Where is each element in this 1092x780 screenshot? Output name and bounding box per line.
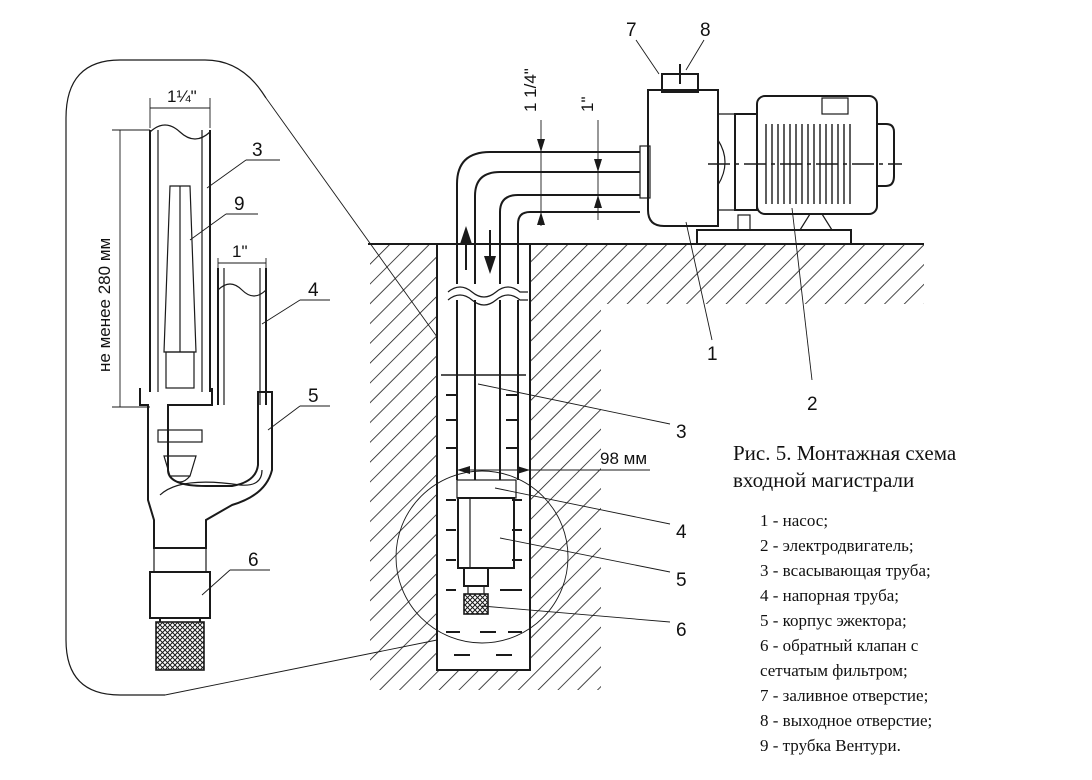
motor-housing <box>734 113 758 211</box>
legend-item: 8 - выходное отверстие; <box>760 711 933 730</box>
soil-hatch <box>370 244 924 690</box>
well-diameter-label: 98 мм <box>600 449 647 468</box>
legend-item: 1 - насос; <box>760 511 829 530</box>
pump-body <box>647 89 719 227</box>
detail-callout-3: 3 <box>252 140 263 161</box>
pipe-dimensions: 1 1/4" 1" <box>521 68 602 226</box>
callout-6: 6 <box>676 620 687 641</box>
pipes: 98 мм <box>447 151 650 615</box>
mesh-filter <box>155 621 205 671</box>
callout-5: 5 <box>676 570 687 591</box>
legend: 1 - насос; 2 - электродвигатель; 3 - вса… <box>760 508 1090 758</box>
main-callouts: 7 8 1 2 3 4 5 6 <box>477 20 818 641</box>
detail-callout-4: 4 <box>308 280 319 301</box>
venturi-tube <box>163 185 197 353</box>
dim-large-label: 1 1/4" <box>521 68 540 112</box>
caption-line-2: входной магистрали <box>733 468 915 492</box>
callout-3: 3 <box>676 422 687 443</box>
detail-frame <box>65 59 267 696</box>
legend-item: сетчатым фильтром; <box>760 661 908 680</box>
ejector-body <box>139 388 273 549</box>
callout-2: 2 <box>807 394 818 415</box>
legend-item: 2 - электродвигатель; <box>760 536 914 555</box>
legend-item: 7 - заливное отверстие; <box>760 686 929 705</box>
pressure-pipe <box>474 171 640 480</box>
callout-8: 8 <box>700 20 711 41</box>
pump-assembly <box>639 64 902 245</box>
legend-item: 6 - обратный клапан с <box>760 636 919 655</box>
detail-dim-large: 1¼" <box>167 87 197 106</box>
base-plate <box>696 229 852 245</box>
legend-item: 4 - напорная труба; <box>760 586 899 605</box>
detail-view: 1¼" 1" не менее 280 мм <box>65 59 451 696</box>
caption-line-1: Рис. 5. Монтажная схема <box>733 441 957 465</box>
detail-dim-length: не менее 280 мм <box>95 238 114 372</box>
detail-callout-5: 5 <box>308 386 319 407</box>
legend-item: 9 - трубка Вентури. <box>760 736 901 755</box>
check-valve-well <box>463 567 489 587</box>
callout-1: 1 <box>707 344 718 365</box>
detail-circle <box>395 470 569 644</box>
legend-item: 5 - корпус эжектора; <box>760 611 907 630</box>
callout-7: 7 <box>626 20 637 41</box>
detail-callout-6: 6 <box>248 550 259 571</box>
callout-4: 4 <box>676 522 687 543</box>
legend-item: 3 - всасывающая труба; <box>760 561 931 580</box>
dim-small-label: 1" <box>578 97 597 113</box>
figure-caption: Рис. 5. Монтажная схема входной магистра… <box>733 440 1073 494</box>
detail-callout-9: 9 <box>234 194 245 215</box>
detail-dim-small: 1" <box>232 242 248 261</box>
check-valve <box>149 571 211 619</box>
suction-pipe <box>456 151 640 480</box>
motor-body <box>756 95 878 215</box>
filter-well <box>463 593 489 615</box>
